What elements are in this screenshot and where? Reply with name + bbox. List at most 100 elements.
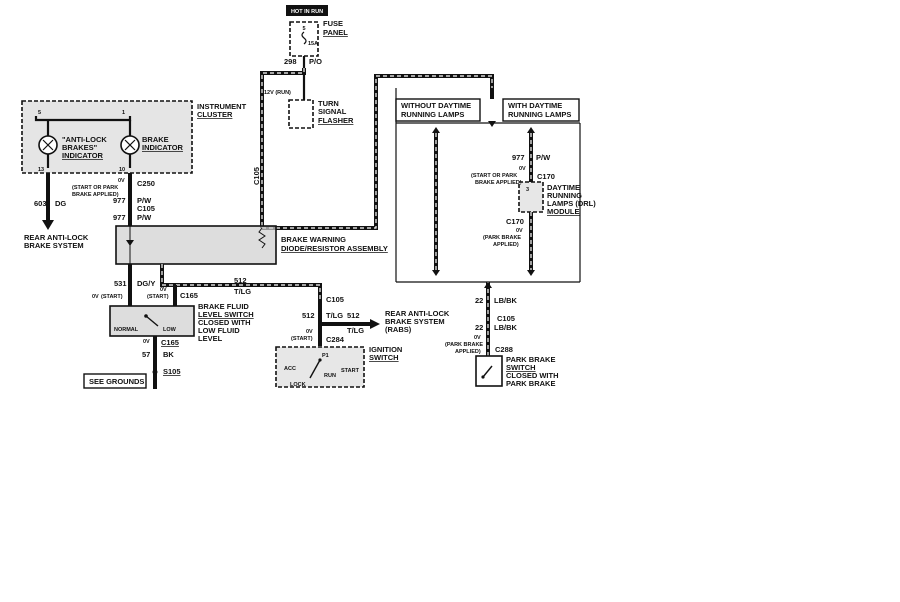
- c105-c: C105: [497, 314, 515, 323]
- ignition-start: START: [341, 368, 360, 374]
- c250-note2: BRAKE APPLIED): [72, 192, 119, 198]
- with-drl-box: [502, 98, 580, 122]
- cluster-pin-left: 5: [38, 110, 41, 116]
- drl-line3: LAMPS (DRL): [547, 199, 596, 208]
- fuse-symbol: [301, 31, 307, 45]
- c170-top-v: 0V: [519, 166, 526, 172]
- rear-abs-left-line2: BRAKE SYSTEM: [24, 241, 84, 250]
- cluster-pin-bottom-right: 10: [119, 167, 125, 173]
- wire-977c-color: P/W: [536, 153, 551, 162]
- c105-b: C105: [326, 295, 344, 304]
- c105-vertical: C105: [252, 167, 261, 185]
- wire-977b-color: P/W: [137, 213, 152, 222]
- fluid-line5: LEVEL: [198, 334, 223, 343]
- c170-top-note2: BRAKE APPLIED): [475, 180, 522, 186]
- fluid-line2: LEVEL SWITCH: [198, 310, 254, 319]
- wire-57-color: BK: [163, 350, 174, 359]
- c165-bottom-connector: C165: [161, 338, 179, 347]
- c284-v: 0V: [306, 329, 313, 335]
- c165-bottom-v: 0V: [143, 339, 150, 345]
- c170-bottom-note2: APPLIED): [493, 242, 519, 248]
- start-mid-v: 0V: [160, 287, 167, 293]
- see-grounds-box: [83, 373, 147, 389]
- splice-dot: [152, 369, 158, 375]
- park-brake-switch: [475, 355, 503, 387]
- c170-bottom-connector: C170: [506, 217, 524, 226]
- wire-512b-num: 512: [302, 311, 315, 320]
- start-left-v: 0V: [92, 294, 99, 300]
- wire-298-color: P/O: [309, 57, 322, 66]
- drl-line1: DAYTIME: [547, 183, 580, 192]
- wire-977a-num: 977: [113, 196, 126, 205]
- without-drl-line1: WITHOUT DAYTIME: [401, 101, 471, 110]
- c170-bottom-v: 0V: [516, 228, 523, 234]
- arrow-right-icon: [370, 319, 380, 329]
- c170-bottom-note1: (PARK BRAKE: [483, 235, 521, 241]
- fuse-panel: 5 15A FUSE PANEL: [289, 19, 348, 57]
- c250-note1: (START OR PARK: [72, 185, 118, 191]
- drl-line4: MODULE: [547, 207, 580, 216]
- ignition-pin: P1: [322, 353, 329, 359]
- split-arrow-icon: [488, 121, 496, 127]
- park-brake-line1: PARK BRAKE: [506, 355, 555, 364]
- instrument-cluster: 5 1 13 10 "ANTI-LOCK BRAKES" INDICATOR B…: [21, 100, 193, 174]
- cluster-line2: CLUSTER: [197, 110, 233, 119]
- c284-connector: C284: [326, 335, 345, 344]
- c288-note2: APPLIED): [455, 349, 481, 355]
- flasher-line2: SIGNAL: [318, 107, 347, 116]
- s105: S105: [163, 367, 181, 376]
- ignition-switch: P1 ACC RUN START LOCK: [275, 346, 365, 388]
- rear-abs-right-line1: REAR ANTI-LOCK: [385, 309, 450, 318]
- park-brake-line4: PARK BRAKE: [506, 379, 555, 388]
- fluid-line1: BRAKE FLUID: [198, 302, 249, 311]
- ignition-run: RUN: [324, 373, 336, 379]
- fuse-pin: 5: [302, 26, 305, 32]
- ignition-acc: ACC: [284, 366, 296, 372]
- wire-22a-color: LB/BK: [494, 296, 517, 305]
- with-drl-line1: WITH DAYTIME: [508, 101, 562, 110]
- brake-warning-assembly: [115, 225, 277, 265]
- resistor-icon: [258, 227, 266, 249]
- turn-signal-flasher: TURN SIGNAL FLASHER: [288, 99, 354, 129]
- fuse-label-2: PANEL: [323, 28, 348, 37]
- brake-fluid-level-switch: NORMAL LOW: [109, 305, 195, 337]
- c105-a: C105: [137, 204, 155, 213]
- c288-note1: (PARK BRAKE: [445, 342, 483, 348]
- wire-531-num: 531: [114, 279, 127, 288]
- wire-512c-color: T/LG: [347, 326, 364, 335]
- rear-abs-right-line2: BRAKE SYSTEM: [385, 317, 445, 326]
- drl-module: 3: [518, 181, 544, 213]
- cluster-pin-bottom-left: 13: [38, 167, 44, 173]
- fuse-rating: 15A: [308, 41, 318, 47]
- c288-v: 0V: [474, 335, 481, 341]
- wire-512-top-color: T/LG: [234, 287, 251, 296]
- fluid-normal: NORMAL: [114, 327, 139, 333]
- fluid-line4: LOW FLUID: [198, 326, 240, 335]
- rear-abs-left-line1: REAR ANTI-LOCK: [24, 233, 89, 242]
- ignition-line1: IGNITION: [369, 345, 402, 354]
- abs-indicator-line1: "ANTI-LOCK: [62, 135, 107, 144]
- flasher-line1: TURN: [318, 99, 339, 108]
- blank-area: [0, 389, 900, 602]
- c250-connector: C250: [137, 179, 155, 188]
- abs-indicator-line2: BRAKES": [62, 143, 98, 152]
- brake-warning-line1: BRAKE WARNING: [281, 235, 346, 244]
- wire-22b-num: 22: [475, 323, 483, 332]
- wire-512-top-num: 512: [234, 276, 247, 285]
- arrow-down-icon: [42, 220, 54, 230]
- c250-v: 0V: [118, 178, 125, 184]
- c170-top-note1: (START OR PARK: [471, 173, 517, 179]
- wire-531-color: DG/Y: [137, 279, 155, 288]
- start-left-label: (START): [101, 294, 123, 300]
- diode-icon: [126, 240, 134, 246]
- c288-connector: C288: [495, 345, 513, 354]
- ignition-line2: SWITCH: [369, 353, 399, 362]
- park-brake-line2: SWITCH: [506, 363, 536, 372]
- with-drl-line2: RUNNING LAMPS: [508, 110, 571, 119]
- wire-57-num: 57: [142, 350, 150, 359]
- flasher-line3: FLASHER: [318, 116, 354, 125]
- wire-22a-num: 22: [475, 296, 483, 305]
- hot-in-run-box: [286, 5, 328, 16]
- drl-line2: RUNNING: [547, 191, 582, 200]
